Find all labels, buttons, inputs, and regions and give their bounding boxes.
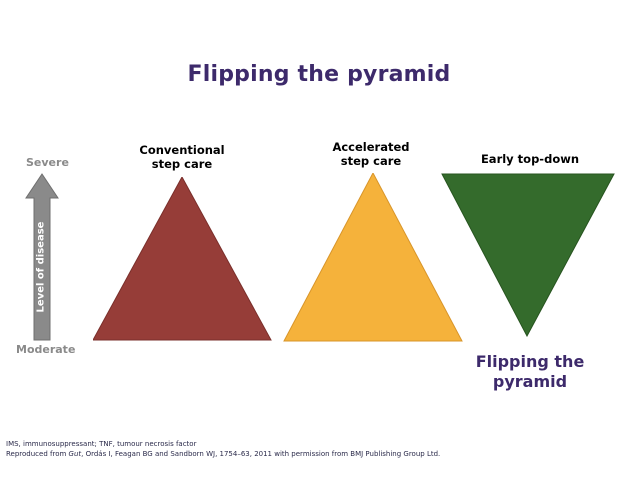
- pyramid-accelerated-triangle: [283, 173, 463, 342]
- footnote-source: Reproduced from Gut, Ordás I, Feagan BG …: [6, 449, 440, 459]
- flip-caption-line1: Flipping the: [475, 352, 585, 371]
- axis-top-label: Severe: [26, 156, 69, 169]
- severity-arrow: [25, 173, 59, 341]
- pyramid-top-down: [441, 173, 615, 337]
- footnote-source-journal: Gut: [68, 450, 82, 458]
- footnote-abbreviations: IMS, immunosuppressant; TNF, tumour necr…: [6, 440, 197, 448]
- flip-caption: Flipping the pyramid: [455, 352, 605, 392]
- pyramid-top-down-triangle: [441, 173, 615, 337]
- pyramid-label-accelerated-line1: Accelerated: [332, 140, 410, 154]
- axis-arrow-label: Level of disease: [35, 221, 47, 313]
- slide-title: Flipping the pyramid: [187, 62, 451, 87]
- pyramid-label-conventional: Conventional step care: [122, 143, 242, 171]
- footnote-source-suffix: , Ordás I, Feagan BG and Sandborn WJ, 17…: [81, 450, 441, 458]
- pyramid-conventional-triangle: [93, 177, 272, 341]
- pyramid-label-accelerated: Accelerated step care: [311, 140, 431, 168]
- footnote-source-prefix: Reproduced from: [6, 450, 69, 458]
- footnote: IMS, immunosuppressant; TNF, tumour necr…: [6, 439, 440, 459]
- axis-bottom-label: Moderate: [16, 343, 76, 356]
- pyramid-label-top-down: Early top-down: [480, 152, 580, 166]
- pyramid-label-conventional-line1: Conventional: [139, 143, 225, 157]
- pyramid-label-accelerated-line2: step care: [340, 154, 402, 168]
- pyramid-accelerated: [283, 173, 463, 342]
- flip-caption-line2: pyramid: [492, 372, 568, 391]
- pyramid-conventional: [93, 177, 272, 341]
- pyramid-label-conventional-line2: step care: [151, 157, 213, 171]
- severity-arrow-shape: [25, 173, 59, 341]
